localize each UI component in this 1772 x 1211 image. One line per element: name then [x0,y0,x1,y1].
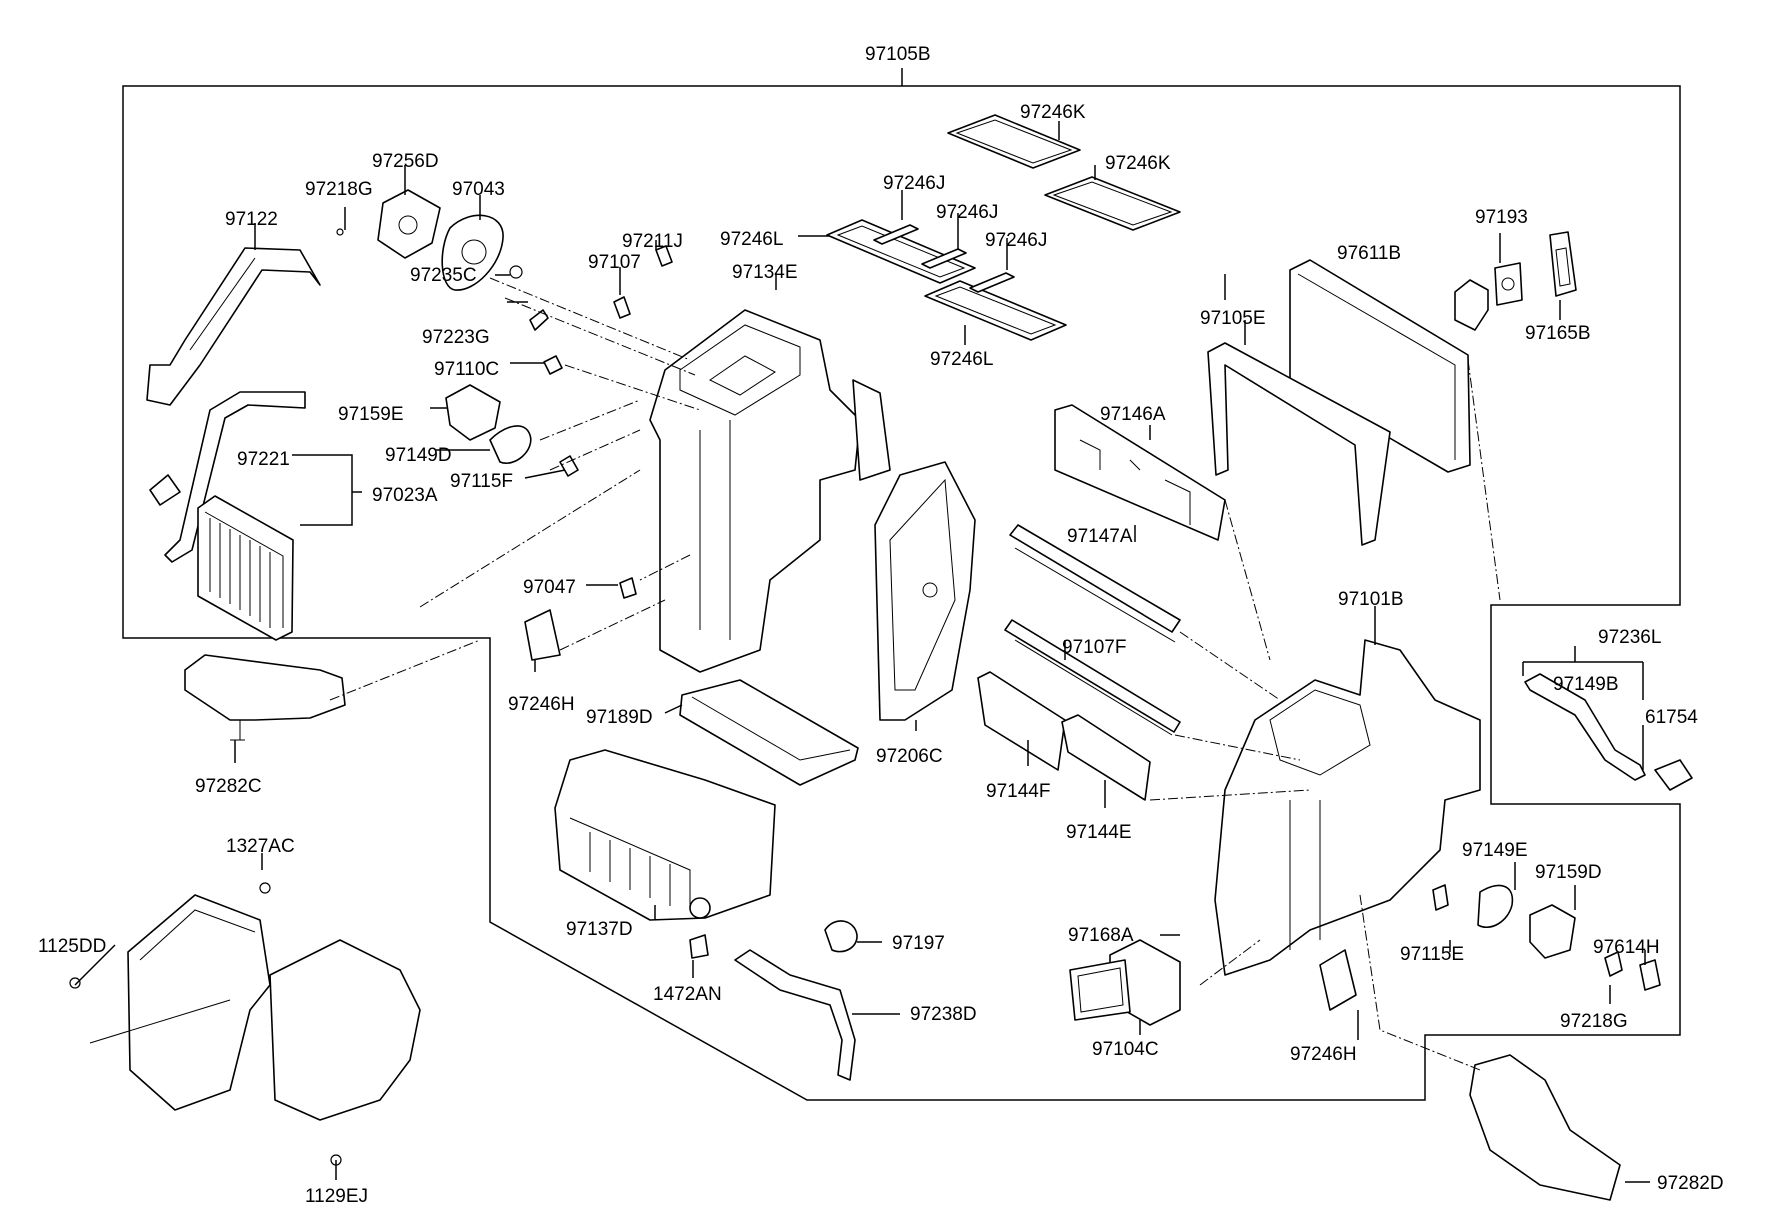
doors-97144F-97144E [977,671,1151,801]
label-97144E: 97144E [1066,822,1132,843]
label-97256D: 97256D [372,151,439,172]
label-97137D: 97137D [566,919,633,940]
label-1472AN: 1472AN [653,984,722,1005]
label-97218G: 97218G [305,179,373,200]
tray-97189D [679,679,859,786]
label-97107: 97107 [588,252,641,273]
actuator-97256D [336,189,441,259]
label-97189D: 97189D [586,707,653,728]
label-97149D: 97149D [385,445,452,466]
small-fittings-right [1109,884,1661,1026]
label-1327AC: 1327AC [226,836,295,857]
label-97211J: 97211J [622,231,683,252]
label-97023A: 97023A [372,485,438,506]
label-97246J: 97246J [936,202,998,223]
label-97218G: 97218G [1560,1011,1628,1032]
mode-door-97206C [874,461,976,721]
label-97146A: 97146A [1100,404,1166,425]
duct-97282C [184,654,346,741]
label-97134E: 97134E [732,262,798,283]
door-97107F [1004,619,1181,736]
filter-seal-97246K [947,114,1181,231]
label-97246L: 97246L [930,349,993,370]
label-97115E: 97115E [1400,944,1464,965]
label-97197: 97197 [892,933,945,954]
seal-frame-97246L [826,219,1067,341]
label-1125DD: 1125DD [38,936,106,957]
label-97115F: 97115F [450,471,513,492]
label-97110C: 97110C [434,359,499,380]
label-97159E: 97159E [338,404,404,425]
label-97206C: 97206C [876,746,943,767]
label-97246J: 97246J [985,230,1047,251]
label-97282D: 97282D [1657,1173,1724,1194]
label-97246H: 97246H [508,694,575,715]
label-97246K: 97246K [1105,153,1171,174]
door-97146A [1054,404,1226,541]
label-97122: 97122 [225,209,278,230]
hvac-case-97134E [649,309,891,673]
label-97236L: 97236L [1598,627,1661,648]
label-97107F: 97107F [1062,637,1126,658]
grommets-97193-97165B [1494,231,1577,306]
label-97168A: 97168A [1068,925,1134,946]
label-97104C: 97104C [1092,1039,1159,1060]
callout-leaders [74,121,1650,1183]
label-97221: 97221 [237,449,290,470]
seal-97246H [524,609,1357,1011]
label-97611B: 97611B [1337,243,1401,264]
duct-97282D [1469,1054,1621,1201]
label-97246J: 97246J [883,173,945,194]
heater-pipe-97221 [149,391,306,563]
label-97105E: 97105E [1200,308,1266,329]
label-97165B: 97165B [1525,323,1591,344]
label-97193: 97193 [1475,207,1528,228]
hvac-case-97101B [1214,639,1481,976]
lower-case-97137D [554,749,776,921]
label-61754: 61754 [1645,707,1698,728]
label-97105B: 97105B [865,44,931,65]
label-97282C: 97282C [195,776,262,797]
label-97614H: 97614H [1593,937,1660,958]
label-97246K: 97246K [1020,102,1086,123]
label-97101B: 97101B [1338,589,1404,610]
label-1129EJ: 1129EJ [305,1186,368,1207]
label-97246H: 97246H [1290,1044,1357,1065]
label-97223G: 97223G [422,327,490,348]
heater-core-97023A [197,495,294,641]
label-97149B: 97149B [1553,674,1619,695]
loose-parts [689,920,1623,1081]
label-97047: 97047 [523,577,576,598]
label-97159D: 97159D [1535,862,1602,883]
label-97235C: 97235C [410,265,477,286]
label-97238D: 97238D [910,1004,977,1025]
label-97043: 97043 [452,179,505,200]
label-97149E: 97149E [1462,840,1528,861]
hose-97149B [1524,673,1693,791]
label-97147A: 97147A [1067,526,1133,547]
door-97147A [1009,524,1181,643]
cover-97043 [441,214,504,291]
part-labels: 97105B 97246K 97246K 97256D 97218G 97043… [38,44,1724,1207]
small-fittings-left [445,245,673,599]
seal-frame-97105E [1207,342,1391,546]
label-97246L: 97246L [720,229,783,250]
blower-unit [69,882,421,1166]
assembly-leaders [329,277,1501,1071]
label-97144F: 97144F [986,781,1050,802]
heater-pipe-97122 [146,247,321,406]
